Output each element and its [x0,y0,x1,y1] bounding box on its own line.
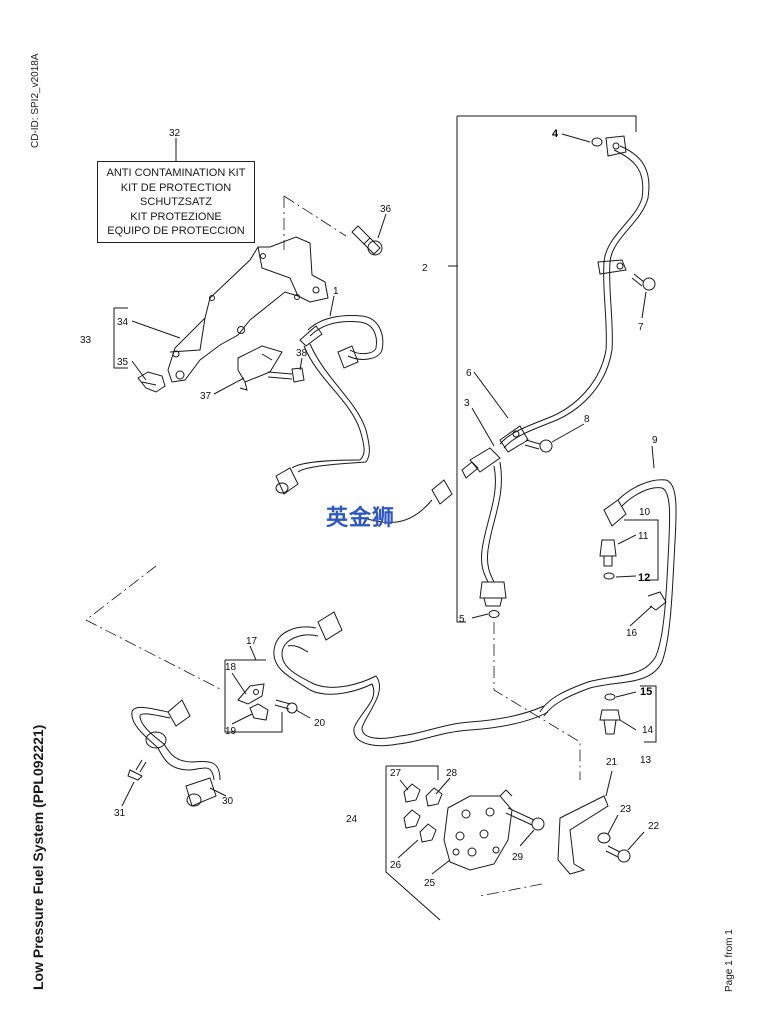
union-11 [599,539,617,567]
callout-28: 28 [446,768,458,779]
group-bracket-2-side [456,116,466,623]
callout-12: 12 [638,572,650,584]
fuel-hose-30 [131,699,221,807]
kit-line: SCHUTZSATZ [140,196,212,208]
callout-14: 14 [642,725,654,736]
washer-15 [604,693,616,701]
bolt-7 [631,273,656,291]
bolt-38 [267,367,305,383]
callout-27: 27 [390,768,402,779]
callout-3: 3 [464,398,470,409]
filter-head-25 [443,789,513,871]
callout-4: 4 [552,128,559,140]
washer-12 [603,572,615,580]
dashed-alignment-lines [85,195,581,897]
callout-1: 1 [333,286,339,297]
callout-16: 16 [626,628,638,639]
kit-line: KIT DE PROTECTION [120,181,232,194]
clip-35 [137,371,166,393]
group-bracket-13 [640,685,657,743]
kit-line: KIT PROTEZIONE [130,210,222,223]
callout-35: 35 [117,357,129,368]
bracket-34 [167,236,329,383]
callout-26: 26 [390,860,402,871]
callout-6: 6 [466,368,472,379]
clip-19 [249,703,269,721]
callout-13: 13 [640,755,652,766]
callout-38: 38 [296,348,308,359]
callout-15: 15 [640,686,652,698]
callout-32: 32 [169,128,181,139]
pipe-3 [461,425,529,607]
bracket-37 [237,345,283,391]
callout-37: 37 [200,391,212,402]
o-ring-4 [591,137,603,147]
clip-16 [647,591,667,611]
clip-26 [403,809,437,843]
fuel-hose-1 [275,315,384,495]
callout-23: 23 [620,804,632,815]
callout-10: 10 [639,507,651,518]
callout-31: 31 [114,808,126,819]
callout-5: 5 [459,614,465,625]
callout-29: 29 [512,852,524,863]
group-bracket-17-side [224,660,283,733]
callout-11: 11 [638,531,649,542]
clip-28 [425,787,443,807]
bolt-22 [605,845,631,863]
washer-23 [597,832,611,844]
bolt-36 [351,225,383,256]
group-bracket-24-top [386,765,439,780]
callout-20: 20 [314,718,326,729]
callout-34: 34 [117,317,129,328]
callout-labels: 32 36 1 34 33 35 37 38 4 2 7 6 3 8 9 10 … [80,128,660,889]
callout-7: 7 [638,322,644,333]
callout-19: 19 [225,726,237,737]
callout-36: 36 [380,204,392,215]
connector-quick [359,479,453,523]
callout-24: 24 [346,814,358,825]
union-14 [599,709,621,735]
callout-25: 25 [424,878,436,889]
bracket-21 [557,795,609,875]
bolt-31 [127,759,147,781]
callout-9: 9 [652,435,658,446]
callout-33: 33 [80,335,92,346]
group-bracket-33 [113,307,128,369]
bolt-29 [505,807,545,831]
pipe-2 [499,135,650,449]
callout-22: 22 [648,821,660,832]
kit-line: ANTI CONTAMINATION KIT [106,167,246,179]
group-bracket-10 [624,519,659,581]
watermark-logo: 英金狮 [326,506,396,531]
bolt-8 [524,439,553,453]
callout-30: 30 [222,796,234,807]
callout-21: 21 [606,757,618,768]
pipe-9 [539,479,677,717]
bolt-20 [274,699,298,714]
group-bracket-2-top [457,115,637,132]
kit-line: EQUIPO DE PROTECCION [107,225,245,237]
callout-8: 8 [584,414,590,425]
callout-18: 18 [225,662,237,673]
washer-5 [488,610,500,618]
group-bracket-24 [385,766,441,921]
anti-contamination-kit-box: ANTI CONTAMINATION KIT KIT DE PROTECTION… [97,161,255,243]
clip-27 [403,783,421,803]
fuel-hose-17 [273,611,549,747]
callout-17: 17 [246,636,258,647]
callout-2: 2 [422,263,428,274]
clip-18 [237,683,265,705]
